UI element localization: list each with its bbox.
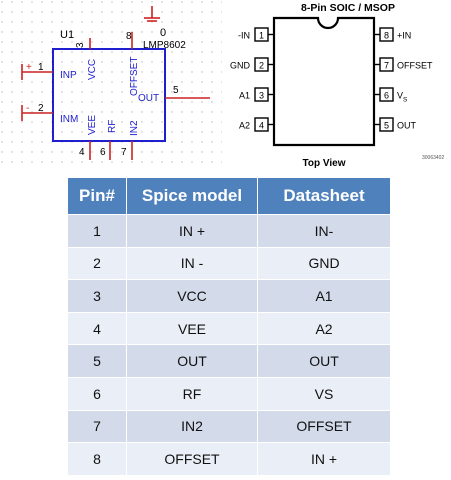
right-pin-5: 5 OUT bbox=[374, 117, 417, 132]
cell-spice: IN2 bbox=[126, 409, 258, 444]
offset-label: OFFSET bbox=[129, 57, 140, 96]
in-minus-sign: - bbox=[26, 103, 29, 114]
part-name: LMP8602 bbox=[143, 40, 186, 51]
inm-label: INM bbox=[60, 114, 78, 125]
pin4-number: 4 bbox=[79, 147, 85, 158]
left-pin-number: 1 bbox=[259, 31, 264, 41]
rf-label: RF bbox=[107, 120, 118, 133]
cell-pin: 3 bbox=[67, 279, 127, 313]
cell-pin: 7 bbox=[67, 409, 127, 444]
cell-datasheet: A1 bbox=[257, 279, 391, 313]
cell-pin: 5 bbox=[67, 344, 127, 378]
package-pinout: 8-Pin SOIC / MSOP 1 -IN 2 GND 3 A1 4 A2 … bbox=[230, 2, 444, 169]
left-pin-label: A1 bbox=[239, 91, 250, 101]
right-pin-7: 7 OFFSET bbox=[374, 57, 433, 72]
table-header-row: Pin# Spice model Datasheet bbox=[67, 177, 391, 215]
cell-spice: IN - bbox=[126, 246, 258, 281]
table-row: 8 OFFSET IN + bbox=[67, 442, 391, 476]
cell-spice: OUT bbox=[126, 344, 258, 378]
cell-pin: 1 bbox=[67, 214, 127, 248]
right-pin-8: 8 +IN bbox=[374, 27, 411, 42]
cell-datasheet: IN- bbox=[257, 214, 391, 248]
table-row: 2 IN - GND bbox=[67, 246, 391, 281]
cell-pin: 8 bbox=[67, 442, 127, 476]
pin6-number: 6 bbox=[100, 147, 106, 158]
header-pin: Pin# bbox=[67, 177, 127, 215]
pin3-number: 3 bbox=[75, 42, 86, 48]
left-pin-4: 4 A2 bbox=[239, 117, 274, 132]
pin8-number: 8 bbox=[126, 31, 132, 42]
ground-icon bbox=[144, 6, 160, 22]
header-datasheet: Datasheet bbox=[257, 177, 391, 215]
cell-pin: 2 bbox=[67, 246, 127, 281]
left-pin-number: 2 bbox=[259, 61, 264, 71]
cell-spice: VCC bbox=[126, 279, 258, 313]
left-pin-number: 4 bbox=[259, 121, 264, 131]
pin5-number: 5 bbox=[173, 85, 179, 96]
package-body bbox=[272, 16, 376, 147]
cell-spice: IN + bbox=[126, 214, 258, 248]
gnd-node-label: 0 bbox=[160, 27, 166, 39]
vee-label: VEE bbox=[87, 115, 98, 135]
vs-subscript: S bbox=[403, 97, 408, 104]
cell-spice: VEE bbox=[126, 311, 258, 346]
cell-spice: RF bbox=[126, 376, 258, 411]
right-pin-number: 7 bbox=[384, 61, 389, 71]
right-pin-label: +IN bbox=[397, 31, 411, 41]
grid-background bbox=[0, 0, 222, 168]
pin-mapping-table: Pin# Spice model Datasheet 1 IN + IN- 2 … bbox=[67, 177, 391, 476]
in-plus-sign: + bbox=[26, 62, 32, 73]
component-body bbox=[52, 48, 166, 142]
header-spice-model: Spice model bbox=[126, 177, 258, 215]
cell-pin: 6 bbox=[67, 376, 127, 411]
right-pin-label: OUT bbox=[397, 121, 417, 131]
left-pin-label: A2 bbox=[239, 121, 250, 131]
top-view-caption: Top View bbox=[303, 158, 346, 169]
left-pin-1: 1 -IN bbox=[238, 27, 274, 42]
pin1-number: 1 bbox=[38, 62, 44, 73]
package-title: 8-Pin SOIC / MSOP bbox=[301, 2, 395, 14]
left-pin-2: 2 GND bbox=[230, 57, 274, 72]
vcc-label: VCC bbox=[87, 59, 98, 80]
cell-spice: OFFSET bbox=[126, 442, 258, 476]
right-pin-label: VS bbox=[397, 91, 408, 104]
left-pin-label: GND bbox=[230, 61, 251, 71]
right-pin-number: 8 bbox=[384, 31, 389, 41]
vs-main: V bbox=[397, 91, 403, 101]
table-row: 6 RF VS bbox=[67, 376, 391, 411]
table-row: 1 IN + IN- bbox=[67, 214, 391, 248]
doc-id: 30063402 bbox=[422, 155, 444, 161]
inp-label: INP bbox=[60, 70, 77, 81]
pin7-number: 7 bbox=[121, 147, 127, 158]
right-pin-label: OFFSET bbox=[397, 61, 433, 71]
cell-datasheet: OUT bbox=[257, 344, 391, 378]
left-pin-label: -IN bbox=[238, 31, 250, 41]
cell-datasheet: VS bbox=[257, 376, 391, 411]
pin2-number: 2 bbox=[38, 103, 44, 114]
table-row: 7 IN2 OFFSET bbox=[67, 409, 391, 444]
in2-label: IN2 bbox=[129, 120, 140, 136]
cell-datasheet: IN + bbox=[257, 442, 391, 476]
cell-pin: 4 bbox=[67, 311, 127, 346]
ref-designator: U1 bbox=[60, 29, 74, 41]
cell-datasheet: OFFSET bbox=[257, 409, 391, 444]
cell-datasheet: A2 bbox=[257, 311, 391, 346]
left-pin-3: 3 A1 bbox=[239, 87, 274, 102]
left-pin-number: 3 bbox=[259, 91, 264, 101]
right-pin-number: 5 bbox=[384, 121, 389, 131]
cell-datasheet: GND bbox=[257, 246, 391, 281]
right-pin-number: 6 bbox=[384, 91, 389, 101]
out-label: OUT bbox=[138, 93, 159, 104]
table-row: 3 VCC A1 bbox=[67, 279, 391, 313]
spice-schematic: 8 0 LMP8602 U1 + 1 - 2 INP INM VCC VEE R… bbox=[0, 0, 222, 168]
table-row: 4 VEE A2 bbox=[67, 311, 391, 346]
right-pin-6: 6 VS bbox=[374, 87, 408, 104]
table-row: 5 OUT OUT bbox=[67, 344, 391, 378]
